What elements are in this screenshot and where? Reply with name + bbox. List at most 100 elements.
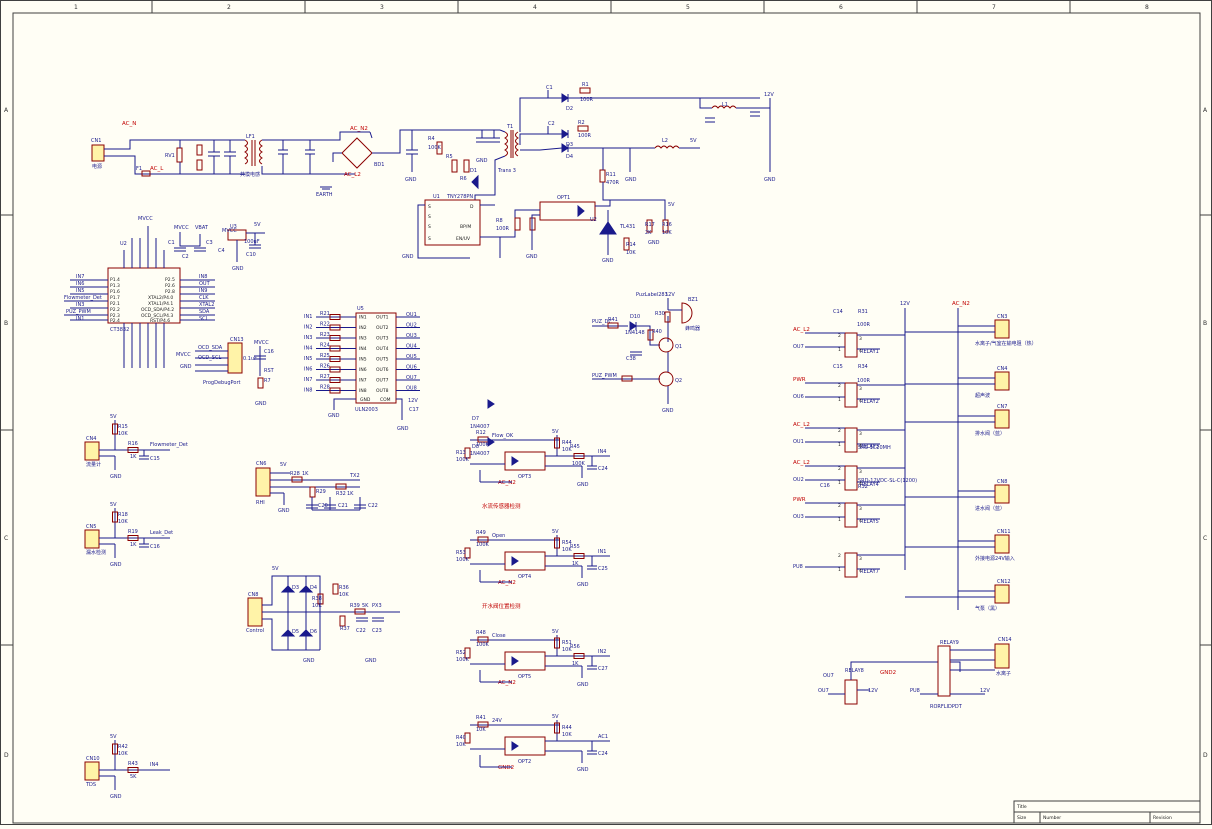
c38-ref: C38 (626, 356, 636, 362)
gnd-label: GND (602, 258, 614, 264)
c16-ref: C16 (820, 483, 830, 489)
mcu-pin: P1.7 (110, 295, 120, 301)
opto-r4-ref: R55 (570, 544, 580, 550)
opto-diode-val: 1N4007 (470, 424, 490, 430)
gnd-label: GND (648, 240, 660, 246)
uln-pin-in: IN6 (359, 367, 367, 373)
gnd-label: GND (577, 682, 589, 688)
uln-pin-in: IN2 (359, 325, 367, 331)
gnd-label: GND (110, 794, 122, 800)
mcu-net-right: OUT (199, 281, 211, 287)
u1-ref: U1 (433, 194, 440, 200)
v5-net: 5V (254, 222, 261, 228)
cn14-ref: CN14 (998, 637, 1012, 643)
uln-input-net: IN7 (304, 377, 312, 383)
r17-val: 2K (645, 230, 652, 236)
ac-l2-net: AC_L2 (344, 172, 361, 178)
control-section: CN8 Control 5V D3 D4 D5 D6 R36 10K R38 1… (246, 566, 400, 664)
relay-pin: 3 (859, 506, 862, 512)
cn6-connector (255, 467, 271, 497)
r16-ref: R16 (662, 222, 672, 228)
opto-r1-ref: R12 (476, 430, 486, 436)
mcu-net-right: CLK (199, 295, 209, 301)
opto-led-icon (511, 556, 519, 566)
opto-r2-ref: R53 (456, 550, 466, 556)
sensor-blocks: CN4流量计5VR1510KR161KFlowmeter_DetGNDC15CN… (84, 414, 188, 800)
relay-connector-ref: CN12 (997, 579, 1011, 585)
sensor-c-ref: C15 (150, 456, 160, 462)
mcu-pin: P2.3 (110, 313, 120, 319)
v5-net: 5V (552, 529, 559, 535)
opto-led-icon (511, 656, 519, 666)
relay-ref: RELAY2 (860, 399, 879, 405)
mcu-net-right: XTAL2 (199, 302, 214, 308)
gnd-label: GND (764, 177, 776, 183)
r5-ref: R5 (446, 154, 453, 160)
uln-output-net: OU6 (406, 365, 417, 371)
opto-r1-val: 10K (476, 727, 486, 733)
relay8-coil (844, 679, 858, 705)
uln-resistor-ref: R22 (320, 322, 330, 328)
mcu-pin: OCD_SDA/P4.2 (141, 307, 174, 313)
regulator-section: U3 5V MVCC C10 100uF GND (222, 222, 265, 272)
v5-net: 5V (552, 429, 559, 435)
opto-r2-ref: R40 (456, 735, 466, 741)
ac-n2-net: AC_N2 (952, 301, 970, 307)
gnd-label: GND (328, 413, 340, 419)
v12-net: 12V (868, 688, 878, 694)
f1-ref: F1 (136, 166, 142, 172)
cn1-label: 电源 (92, 163, 102, 170)
ntc-section: CN6 RHI 5V R28 1K R32 1K TX2 R29 C20 C21… (255, 461, 378, 514)
puz-pwm-net: PUZ_PWM (592, 373, 617, 379)
row-label: C (4, 535, 8, 542)
mcu-pin: XTAL1/P4.1 (148, 301, 173, 307)
relay-input-net: AC_L2 (793, 327, 810, 333)
relay-pin: 4 (859, 398, 862, 404)
c16-ref: C16 (264, 349, 274, 355)
relay-note: SRS-1C20MH (858, 445, 891, 451)
col-label: 5 (686, 4, 690, 11)
c15-ref: C15 (833, 364, 843, 370)
mcu-pin: XTAL2/P4.0 (148, 295, 173, 301)
sensor-r2-val: 5K (130, 774, 137, 780)
uln-resistor-ref: R26 (320, 364, 330, 370)
prog-net: OCD_SDA (198, 345, 223, 351)
r31-ref: R31 (858, 309, 868, 315)
relay-connector (994, 371, 1010, 391)
r29-ref: R29 (316, 489, 326, 495)
relay-connector (994, 534, 1010, 554)
r2-val: 100R (578, 133, 592, 139)
v5-net: 5V (552, 714, 559, 720)
gnd-label: GND (526, 254, 538, 260)
prog-debug-connector (227, 342, 243, 374)
opto-r1-val: 100K (476, 542, 490, 548)
lf1-label: 共模电感 (240, 171, 260, 178)
title-block: Title Size Number Revision (1013, 800, 1201, 824)
opto-r3-ref: R44 (562, 440, 572, 446)
opto-c-ref: C24 (598, 466, 608, 472)
relay-section: 12V AC_N2 RELAY1OU7AC_L23421CN3水离子/气室在输电… (793, 301, 1037, 710)
mcu-net-left: Flowmeter_Det (64, 295, 102, 301)
relay-connector (994, 484, 1010, 504)
uln-output-net: OU4 (406, 344, 417, 350)
sensor-r-ref: R18 (118, 512, 128, 518)
relay-pin: 3 (859, 386, 862, 392)
sensor-connector (84, 761, 100, 781)
opto-r3-ref: R51 (562, 640, 572, 646)
sensor-connector-ref: CN10 (86, 756, 100, 762)
opto-r3-val: 10K (562, 447, 572, 453)
lf1-ref: LF1 (246, 134, 255, 140)
puz-dc-net: PUZ_DC (592, 319, 612, 325)
r37-ref: R37 (340, 626, 350, 632)
optocoupler-box (504, 736, 546, 756)
r11-ref: R11 (606, 172, 616, 178)
opto-ac-net: AC_N2 (498, 680, 516, 686)
uln-pin-out: OUT8 (376, 388, 389, 394)
opto-block-title: 水流传感器检测 (482, 502, 521, 510)
gnd-label: GND (278, 508, 290, 514)
mcu-pin: P1.4 (110, 277, 120, 283)
mcu-chip (107, 267, 181, 324)
relay-driver-net: OU6 (793, 394, 804, 400)
acn-net: AC_N (122, 121, 136, 127)
